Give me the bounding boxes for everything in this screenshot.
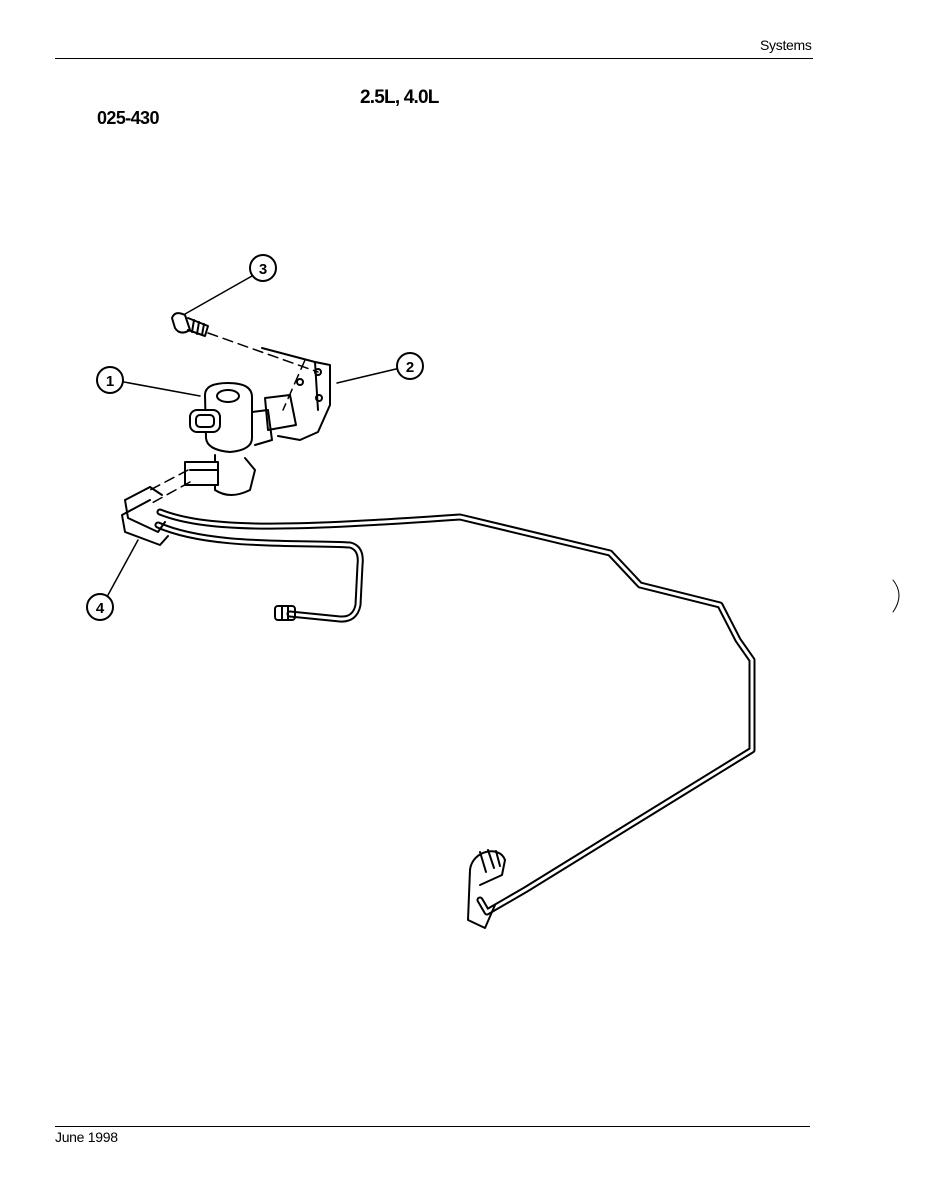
bottom-elbow [467,849,506,929]
header-rule [55,58,813,59]
leader-lines [107,275,397,596]
callout-4: 4 [96,600,105,617]
vacuum-solenoid [184,382,273,496]
long-hose [156,508,756,916]
callout-circle-4 [86,593,114,621]
header-section-label: Systems [760,37,812,53]
short-hose-end [274,605,296,621]
callout-circle-2 [396,352,424,380]
footer-date: June 1998 [55,1129,118,1145]
callout-2: 2 [406,359,414,376]
footer-rule [55,1126,810,1127]
callout-1: 1 [106,373,114,390]
mounting-bracket [261,347,331,441]
callout-circle-3 [249,254,277,282]
part-number: 025-430 [97,108,159,128]
callout-circle-1 [96,366,124,394]
mounting-bolt [171,312,209,337]
callout-3: 3 [259,261,267,278]
short-hose [154,521,364,623]
edge-mark [892,579,900,613]
assembly-lines [149,332,319,504]
engine-heading: 2.5L, 4.0L [360,87,439,108]
